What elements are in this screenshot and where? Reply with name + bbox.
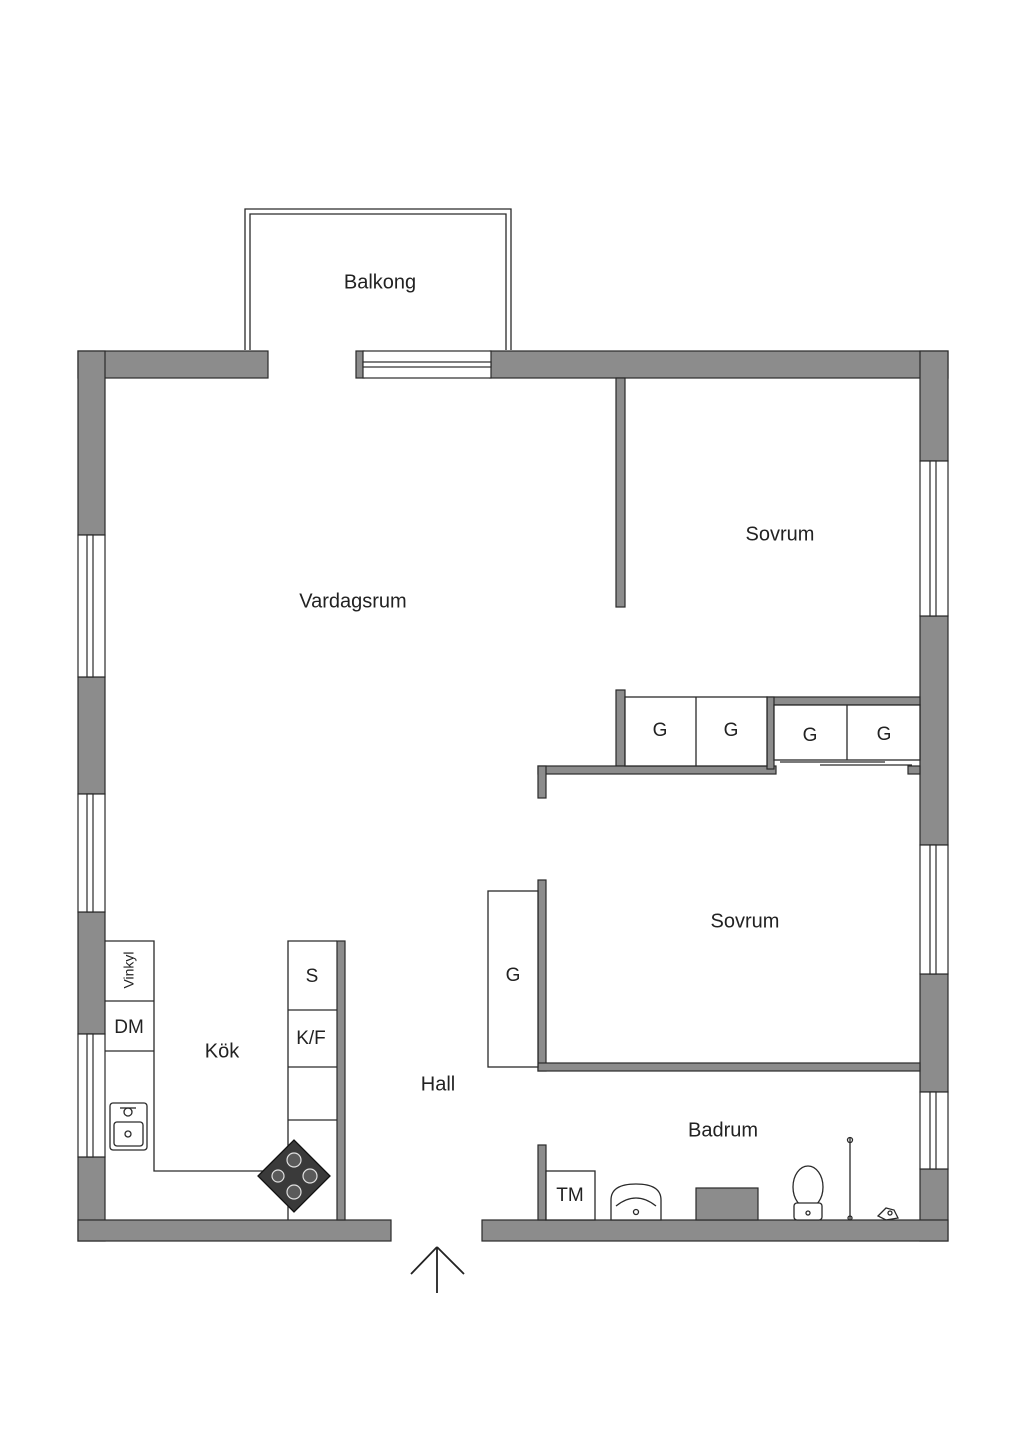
wardrobe-label: G [724, 720, 739, 741]
windows [77, 350, 949, 1170]
wardrobes [487, 696, 921, 1068]
room-label-bathroom: Badrum [688, 1119, 758, 1141]
room-label-bedroom-2: Sovrum [711, 910, 780, 932]
room-label-hall: Hall [421, 1073, 455, 1095]
washing-machine-label: TM [556, 1185, 583, 1206]
fridge-freezer-label: Vinkyl [121, 951, 137, 988]
room-label-living-room: Vardagsrum [299, 590, 406, 612]
washbasin-icon [610, 1183, 662, 1221]
sink-icon [109, 1102, 148, 1151]
interior-walls [336, 377, 921, 1221]
room-label-kitchen: Kök [205, 1040, 240, 1062]
toilet-icon [792, 1165, 824, 1221]
exterior-walls [77, 350, 949, 1242]
shower-icon [846, 1136, 899, 1221]
wardrobe-label: G [803, 725, 818, 746]
up-arrow-icon [410, 1246, 465, 1293]
cabinet-kf-label: K/F [296, 1028, 326, 1049]
cabinet-s-label: S [306, 966, 319, 987]
wardrobe-label: G [653, 720, 668, 741]
balcony [244, 208, 512, 350]
room-label-balcony: Balkong [344, 271, 416, 293]
room-label-bedroom-1: Sovrum [746, 523, 815, 545]
stove-icon [257, 1139, 331, 1213]
dishwasher-label: DM [114, 1017, 144, 1038]
hall-wardrobe-label: G [506, 965, 521, 986]
bathroom-fixtures [545, 1136, 899, 1221]
kitchen-fixtures [105, 940, 337, 1220]
wardrobe-label: G [877, 724, 892, 745]
